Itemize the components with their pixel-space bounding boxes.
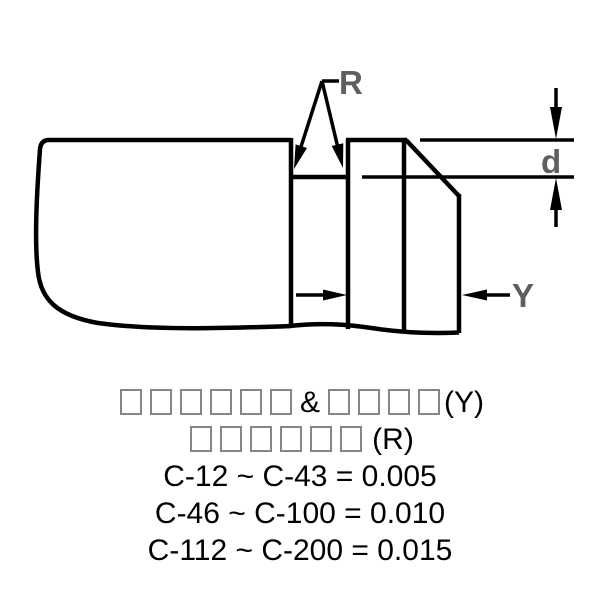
radius-leader-left-arrowhead	[294, 144, 307, 169]
depth-label: d	[541, 143, 561, 180]
bottom-break-edge	[288, 321, 460, 336]
missing-glyph-box	[250, 426, 273, 452]
missing-glyph-box	[340, 426, 363, 452]
missing-glyph-box	[310, 426, 333, 452]
missing-glyph-group	[186, 423, 366, 456]
caption-line-1: & (Y)	[0, 384, 600, 421]
radius-leader-right-line	[320, 80, 340, 149]
caption-line-2: (R)	[0, 421, 600, 458]
missing-glyph-box	[358, 389, 380, 415]
spec-line-3: C-112 ~ C-200 = 0.015	[147, 534, 453, 567]
shaft-body-outline	[33, 137, 292, 331]
radius-leader-left-line	[297, 80, 324, 154]
missing-glyph-box	[190, 426, 213, 452]
edge-arrow-left-head	[323, 289, 347, 301]
missing-glyph-box	[179, 389, 202, 415]
missing-glyph-group	[116, 386, 296, 419]
missing-glyph-box	[280, 426, 303, 452]
chamfer-edge	[404, 138, 461, 198]
radius-leader-right-arrowhead	[331, 143, 344, 168]
edge-margin-label: Y	[512, 277, 534, 314]
caption-line-2-suffix: (R)	[372, 423, 414, 456]
missing-glyph-box	[328, 389, 350, 415]
missing-glyph-box	[149, 389, 172, 415]
missing-glyph-box	[418, 389, 440, 415]
ampersand-text: &	[299, 386, 320, 419]
missing-glyph-box	[209, 389, 232, 415]
caption-line-1-suffix: (Y)	[444, 386, 484, 419]
depth-arrow-bottom-head	[550, 178, 562, 210]
missing-glyph-box	[388, 389, 410, 415]
missing-glyph-group	[324, 386, 444, 419]
radius-label: R	[339, 64, 363, 101]
missing-glyph-box	[269, 389, 292, 415]
missing-glyph-box	[119, 389, 142, 415]
spec-line-1: C-12 ~ C-43 = 0.005	[163, 460, 437, 493]
spec-line-2: C-46 ~ C-100 = 0.010	[154, 497, 446, 530]
edge-arrow-right-head	[462, 289, 487, 301]
shaft-groove-diagram: R d Y	[33, 64, 574, 336]
missing-glyph-box	[220, 426, 243, 452]
caption: & (Y) (R) C-12 ~ C-43 = 0.005 C-46 ~ C-10…	[0, 384, 600, 569]
depth-arrow-top-head	[550, 107, 562, 139]
missing-glyph-box	[239, 389, 262, 415]
